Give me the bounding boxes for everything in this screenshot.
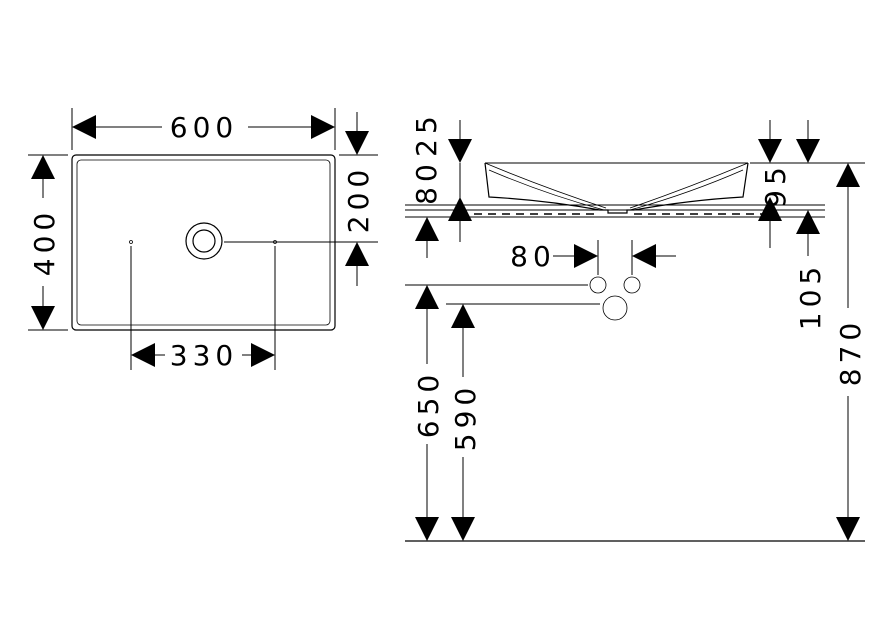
basin-profile bbox=[484, 162, 749, 214]
dim-label-95: 95 bbox=[759, 162, 792, 208]
dim-600: 600 bbox=[71, 108, 336, 150]
dim-label-400: 400 bbox=[28, 208, 61, 276]
dim-label-870: 870 bbox=[834, 318, 867, 386]
mount-hole-left bbox=[129, 240, 133, 244]
supply-left-icon bbox=[589, 276, 607, 294]
pipe-connections bbox=[405, 276, 641, 321]
dim-label-590: 590 bbox=[449, 383, 482, 451]
dim-25: 25 bbox=[410, 111, 472, 163]
dim-330: 330 bbox=[130, 246, 276, 372]
dim-650: 650 bbox=[412, 285, 445, 541]
drain-pipe-icon bbox=[602, 295, 628, 321]
supply-right-icon bbox=[623, 276, 641, 294]
dim-80-bowl: 80 bbox=[410, 159, 472, 258]
top-view: 600 400 200 bbox=[28, 108, 378, 372]
dim-label-330: 330 bbox=[170, 339, 238, 372]
dim-label-80-spacing: 80 bbox=[510, 240, 556, 273]
dim-label-600: 600 bbox=[170, 111, 238, 144]
side-view: 80 25 80 95 bbox=[405, 111, 867, 542]
dim-label-25: 25 bbox=[410, 111, 443, 157]
dim-870: 870 bbox=[834, 163, 867, 541]
dim-590: 590 bbox=[449, 304, 482, 541]
dim-95: 95 bbox=[750, 120, 865, 248]
drain-outer-icon bbox=[185, 222, 223, 260]
dim-label-105: 105 bbox=[794, 262, 827, 330]
drain-inner-icon bbox=[192, 229, 216, 253]
dim-label-200: 200 bbox=[342, 165, 375, 233]
dim-label-80-bowl: 80 bbox=[410, 159, 443, 205]
dim-105: 105 bbox=[794, 210, 827, 330]
countertop bbox=[405, 204, 825, 218]
dim-200: 200 bbox=[224, 112, 378, 286]
dim-400: 400 bbox=[28, 154, 68, 331]
dim-80-spacing: 80 bbox=[510, 240, 676, 275]
dim-label-650: 650 bbox=[412, 370, 445, 438]
